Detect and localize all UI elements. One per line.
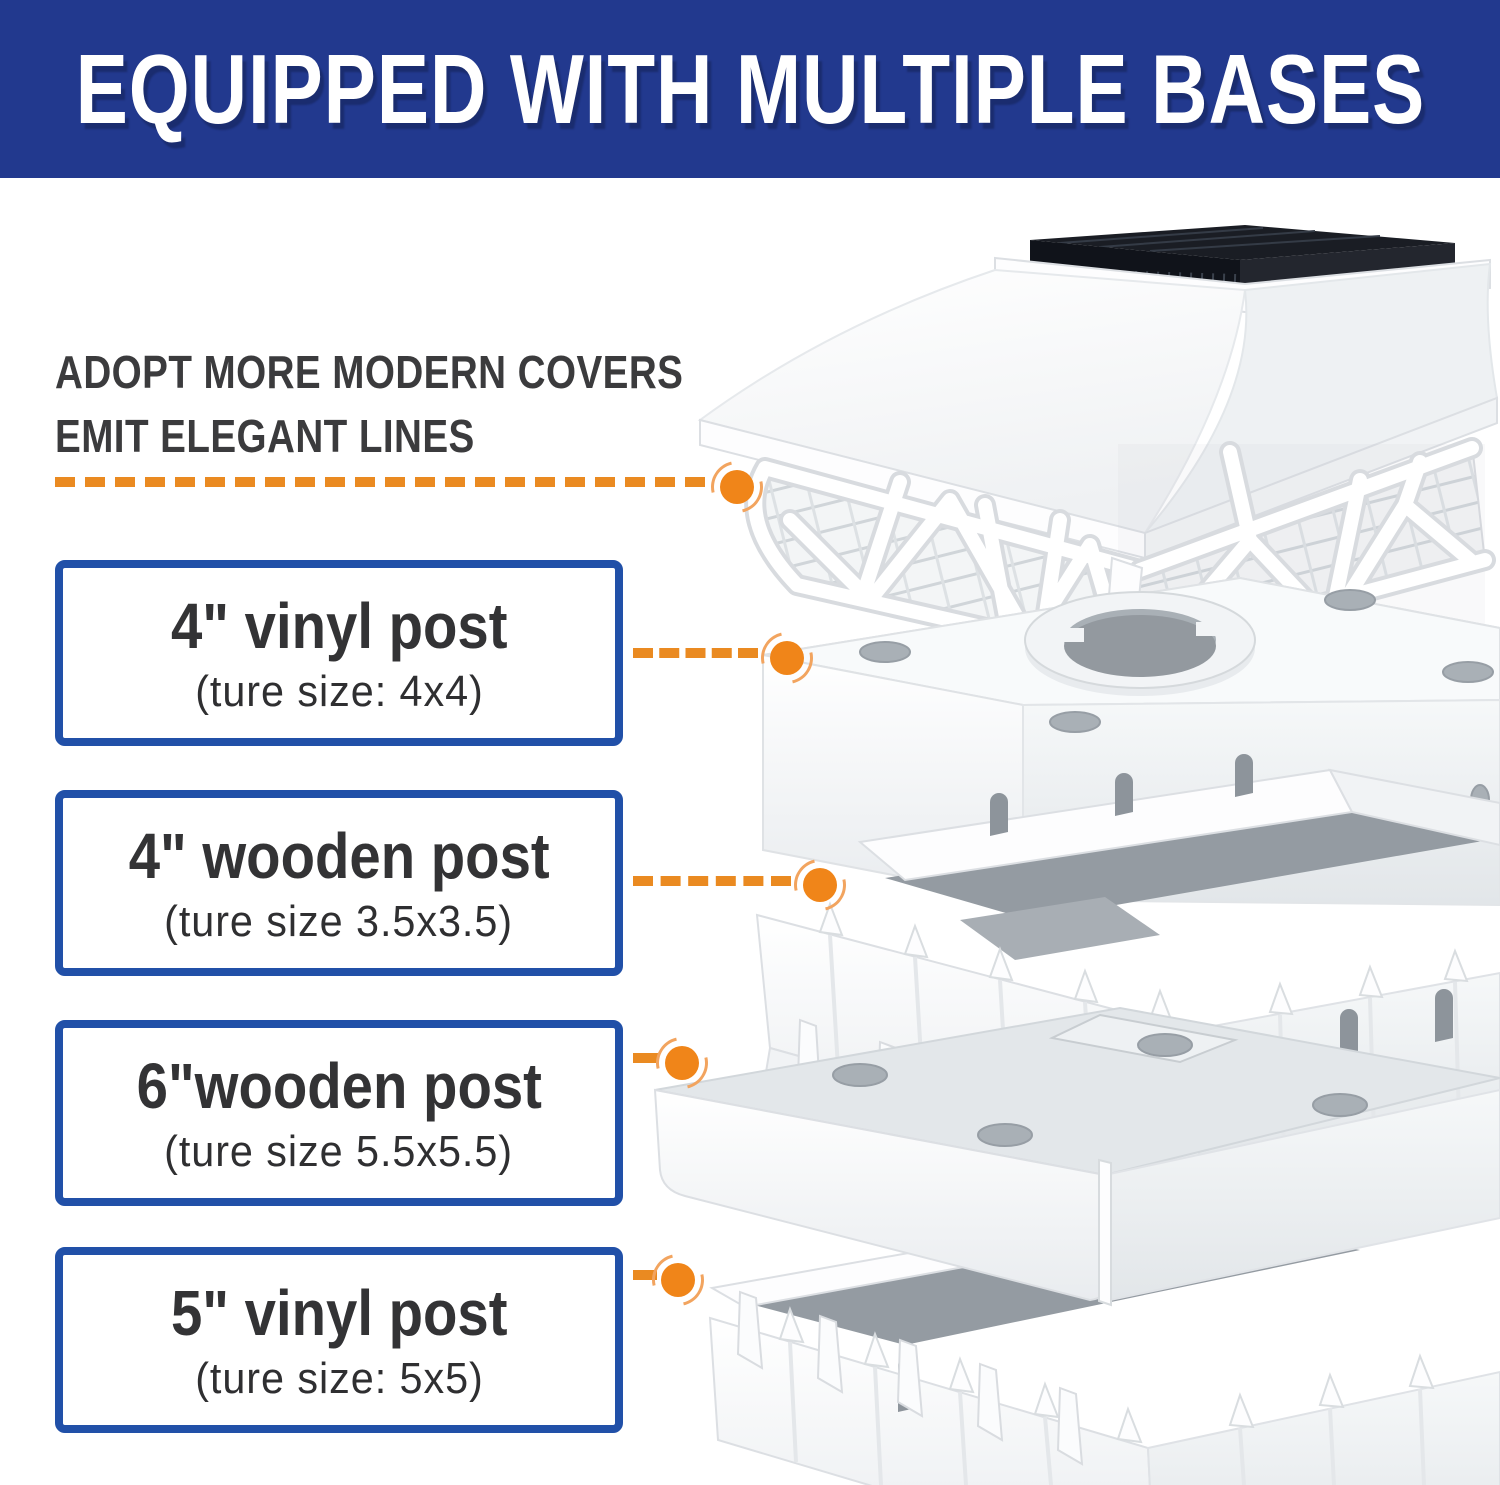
label-subtitle: (ture size 3.5x3.5): [164, 897, 514, 946]
label-title: 6"wooden post: [136, 1050, 542, 1122]
label-title: 4" wooden post: [128, 820, 550, 892]
label-title: 5" vinyl post: [170, 1277, 508, 1349]
wooden-post-base-6in: [653, 1006, 1500, 1307]
label-subtitle: (ture size: 4x4): [194, 667, 484, 716]
post-collar: [1024, 591, 1256, 696]
intro-annotation: ADOPT MORE MODERN COVERS EMIT ELEGANT LI…: [55, 340, 803, 469]
label-box-4in-vinyl-post: 4" vinyl post (ture size: 4x4): [55, 560, 623, 746]
intro-line-1: ADOPT MORE MODERN COVERS: [55, 346, 684, 398]
intro-line-2: EMIT ELEGANT LINES: [55, 410, 475, 463]
label-box-5in-vinyl-post: 5" vinyl post (ture size: 5x5): [55, 1247, 623, 1433]
connector-dot-icon: [665, 1046, 699, 1080]
dashed-connector-6in-wooden: [633, 1053, 659, 1063]
dashed-connector-cover: [55, 477, 705, 487]
label-subtitle: (ture size: 5x5): [194, 1354, 484, 1403]
dashed-connector-4in-vinyl: [633, 648, 758, 658]
connector-dot-icon: [803, 868, 837, 902]
dashed-connector-4in-wooden: [633, 876, 791, 886]
dashed-connector-5in-vinyl: [633, 1270, 657, 1280]
connector-dot-icon: [720, 470, 754, 504]
label-box-4in-wooden-post: 4" wooden post (ture size 3.5x3.5): [55, 790, 623, 976]
header-title: EQUIPPED WITH MULTIPLE BASES: [75, 33, 1425, 144]
label-title: 4" vinyl post: [170, 590, 508, 662]
label-subtitle: (ture size 5.5x5.5): [164, 1127, 514, 1176]
connector-dot-icon: [661, 1263, 695, 1297]
header-banner: EQUIPPED WITH MULTIPLE BASES: [0, 0, 1500, 178]
connector-dot-icon: [770, 641, 804, 675]
label-box-6in-wooden-post: 6"wooden post (ture size 5.5x5.5): [55, 1020, 623, 1206]
